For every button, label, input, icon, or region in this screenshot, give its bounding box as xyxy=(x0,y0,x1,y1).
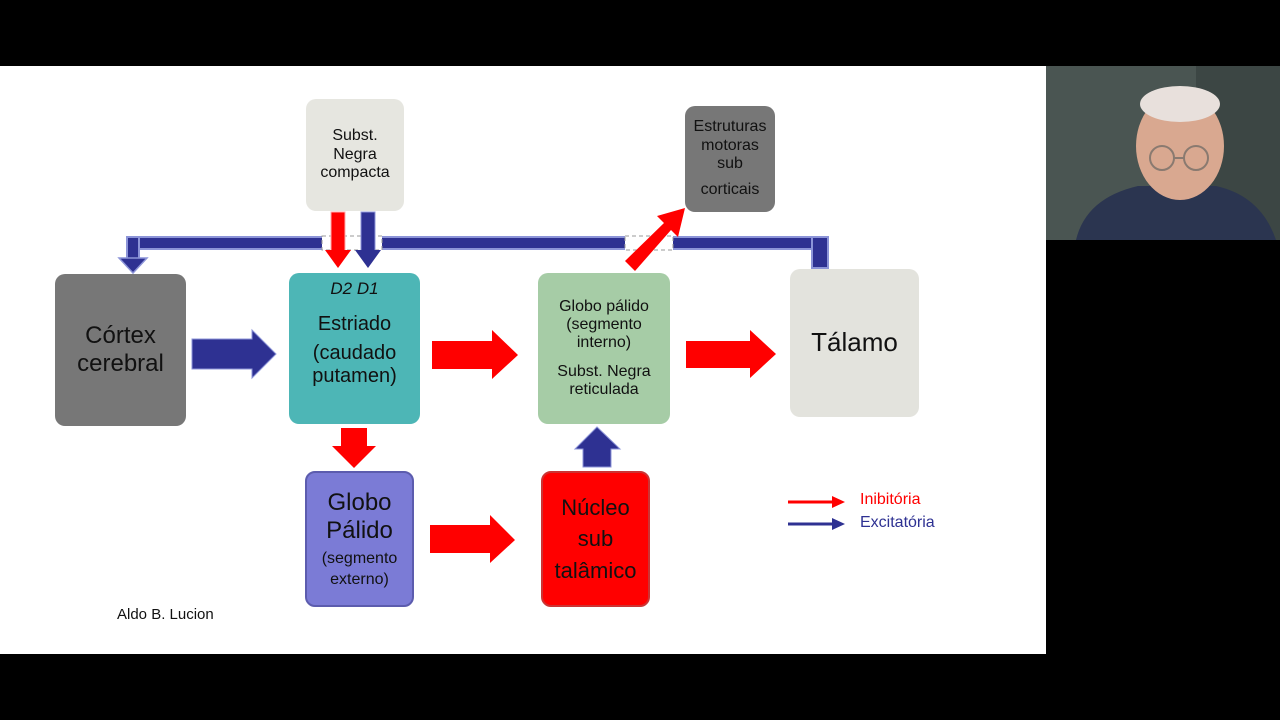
node-label: (segmento xyxy=(321,550,398,568)
node-subcortical-motor-structures: Estruturas motoras sub corticais xyxy=(685,106,775,212)
inhibitory-arrow-striatum-gpe xyxy=(332,428,376,468)
excitatory-shaft xyxy=(360,211,376,253)
excitatory-bus xyxy=(126,236,829,250)
node-label: Estriado xyxy=(317,312,392,335)
node-label: Globo xyxy=(327,489,392,517)
node-label: Córtex xyxy=(85,322,156,350)
node-label: reticulada xyxy=(569,381,639,399)
inhibitory-arrow-gpi-thalamus xyxy=(686,330,776,378)
node-globus-pallidus-external: Globo Pálido (segmento externo) xyxy=(305,471,414,607)
receptor-label: D2 D1 xyxy=(330,279,379,298)
excitatory-arrow-cortex-striatum xyxy=(191,328,277,380)
excitatory-arrowhead xyxy=(117,257,149,275)
presenter-webcam xyxy=(1046,66,1280,240)
node-label: Globo pálido xyxy=(559,297,649,315)
node-striatum: D2 D1 Estriado (caudado putamen) xyxy=(289,273,420,424)
excitatory-bus-riser-thalamus xyxy=(811,236,829,269)
node-label: Subst. xyxy=(332,127,378,145)
node-label: motoras xyxy=(701,136,759,154)
node-label: Pálido xyxy=(326,516,393,544)
node-label: sub xyxy=(717,155,743,172)
node-label: Negra xyxy=(333,145,377,163)
node-label: compacta xyxy=(320,164,390,182)
excitatory-bus-drop-cortex xyxy=(126,236,140,260)
node-label: (caudado xyxy=(312,341,397,364)
excitatory-arrowhead xyxy=(355,250,381,268)
node-label: talâmico xyxy=(554,557,637,583)
legend-inhibitory-label: Inibitória xyxy=(860,491,921,508)
node-label: Tálamo xyxy=(811,327,898,358)
node-label: sub xyxy=(577,526,614,552)
node-label: Núcleo xyxy=(561,495,630,521)
node-label: externo) xyxy=(330,570,389,588)
excitatory-arrow-stn-gpi xyxy=(573,426,622,468)
node-label: Estruturas xyxy=(693,118,767,136)
author-credit: Aldo B. Lucion xyxy=(117,606,214,623)
legend-excitatory-label: Excitatória xyxy=(860,514,935,531)
node-label: Subst. Negra xyxy=(557,362,651,380)
node-label: putamen) xyxy=(312,364,397,387)
node-label: interno) xyxy=(576,334,632,352)
node-label: (segmento xyxy=(566,315,642,333)
node-subthalamic-nucleus: Núcleo sub talâmico xyxy=(541,471,650,607)
node-label: corticais xyxy=(700,181,760,199)
node-label: cerebral xyxy=(77,350,164,377)
node-substantia-nigra-compacta: Subst. Negra compacta xyxy=(306,99,404,211)
inhibitory-shaft xyxy=(330,211,346,253)
inhibitory-arrow-gpe-stn xyxy=(430,515,515,563)
node-thalamus: Tálamo xyxy=(790,269,919,417)
inhibitory-arrow-striatum-gpi xyxy=(432,330,518,379)
node-globus-pallidus-internal: Globo pálido (segmento interno) Subst. N… xyxy=(538,273,670,424)
node-cerebral-cortex: Córtex cerebral xyxy=(55,274,186,426)
legend-excitatory-arrowhead xyxy=(832,518,845,530)
inhibitory-arrowhead xyxy=(325,250,351,268)
inhibitory-diagonal-arrow xyxy=(625,208,685,271)
legend-inhibitory-arrowhead xyxy=(832,496,845,508)
presenter-image xyxy=(1046,66,1280,240)
